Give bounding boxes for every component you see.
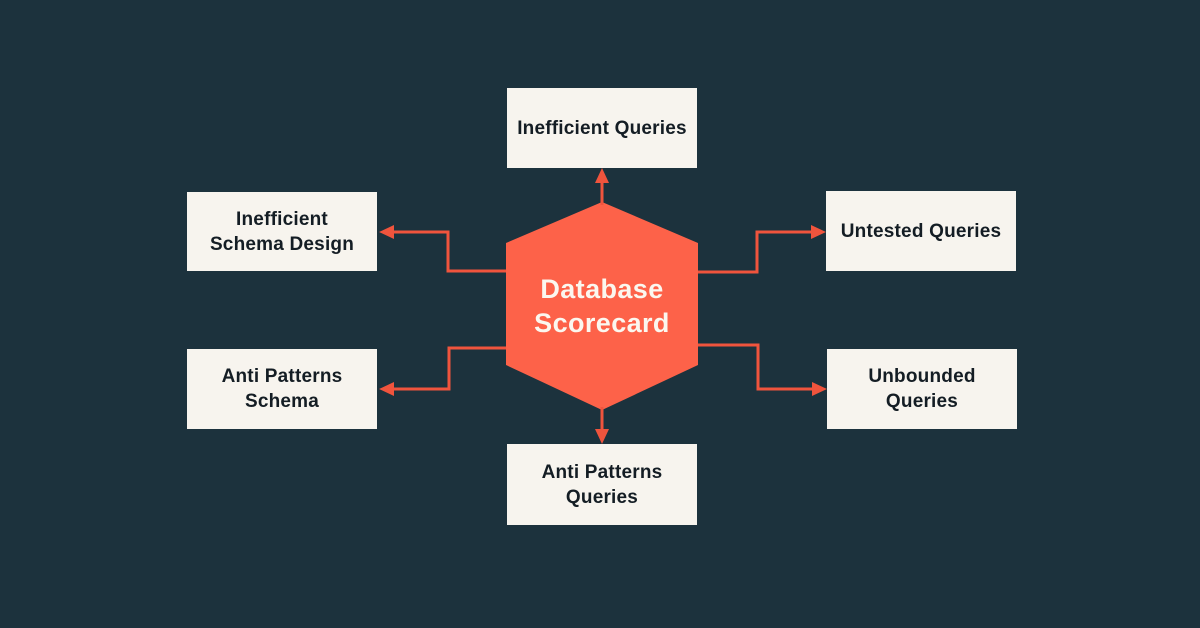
node-right-bottom: Unbounded Queries (827, 349, 1017, 429)
center-node-label: Database Scorecard (534, 274, 670, 338)
arrow-right-bottom-line (698, 343, 814, 391)
node-left-top: Inefficient Schema Design (187, 192, 377, 271)
arrow-right-top-line (698, 230, 813, 274)
node-right-top: Untested Queries (826, 191, 1016, 271)
node-top: Inefficient Queries (507, 88, 697, 168)
arrow-right-top-head (811, 225, 826, 239)
arrow-bottom-head (595, 429, 609, 444)
node-bottom: Anti Patterns Queries (507, 444, 697, 525)
node-left-bottom: Anti Patterns Schema (187, 349, 377, 429)
arrow-left-bottom-head (379, 382, 394, 396)
arrow-left-bottom-line (392, 346, 506, 391)
hexagon-shape (506, 202, 698, 410)
arrow-right-bottom-head (812, 382, 827, 396)
arrow-left-top-head (379, 225, 394, 239)
arrow-left-top-line (392, 230, 506, 273)
arrow-top-head (595, 168, 609, 183)
